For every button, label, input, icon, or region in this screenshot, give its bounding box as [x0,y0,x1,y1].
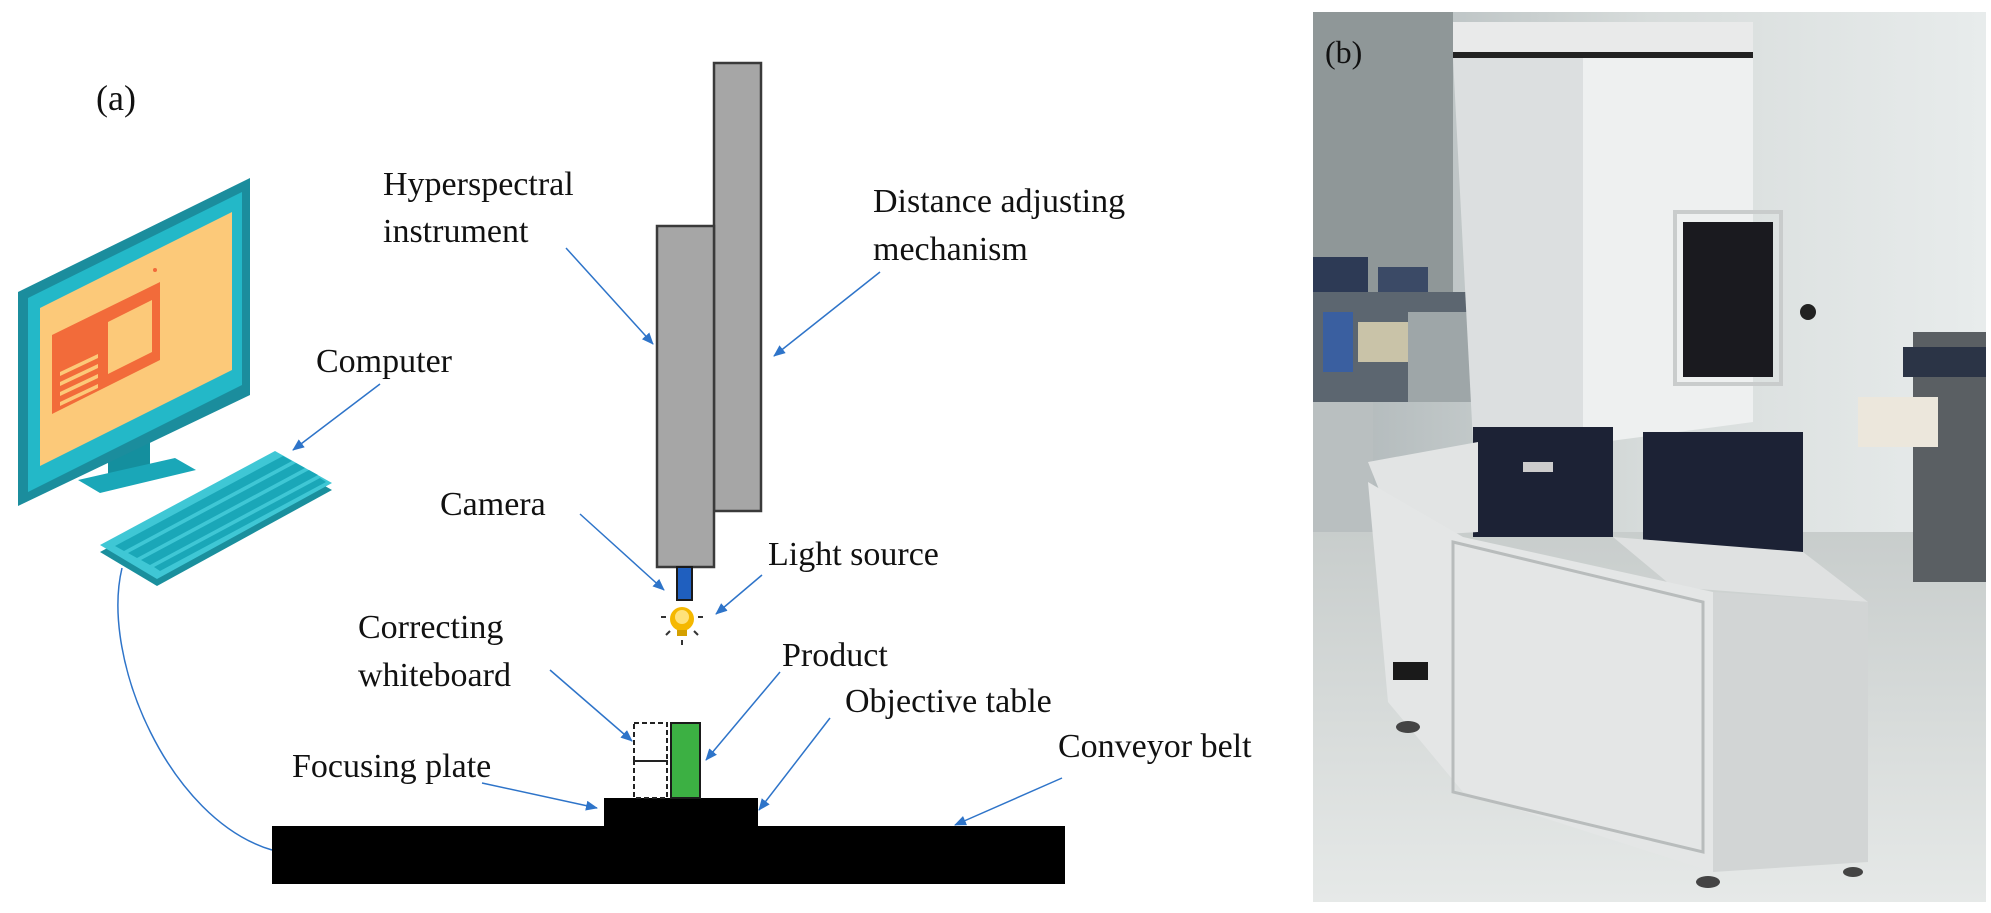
label-distance-1: Distance adjusting [873,183,1125,220]
panel-label-a: (a) [96,78,136,118]
label-correcting-2: whiteboard [358,657,511,694]
label-hyperspectral-1: Hyperspectral [383,166,574,203]
distance-adjusting-mechanism [712,61,763,513]
hyperspectral-instrument [655,224,716,569]
label-product: Product [782,637,888,674]
panel-label-b: (b) [1325,34,1363,70]
label-distance-2: mechanism [873,231,1028,268]
objective-table [604,798,758,828]
camera [676,566,693,601]
photo-panel-b: (b) [1313,12,1986,902]
label-camera: Camera [440,486,546,523]
label-hyperspectral-2: instrument [383,213,529,250]
label-objective-table: Objective table [845,683,1052,720]
arrow-objective-table [758,717,831,811]
arrow-light-source [715,574,763,615]
label-light-source: Light source [768,536,939,573]
arrow-hyperspectral [565,247,654,345]
label-conveyor-belt: Conveyor belt [1058,728,1252,765]
conveyor-belt [272,826,1065,884]
correcting-whiteboard [633,722,668,762]
arrow-computer [292,383,381,451]
computer-cable [117,567,273,851]
arrow-focusing-plate [481,782,598,811]
computer-icon [18,178,250,506]
focusing-plate [633,760,668,799]
arrow-conveyor-belt [954,777,1063,826]
label-focusing-plate: Focusing plate [292,748,491,785]
arrow-correcting [549,669,633,742]
arrow-distance [773,271,881,357]
product [670,722,701,799]
arrow-product [705,671,781,761]
label-correcting-1: Correcting [358,609,503,646]
arrow-camera [579,513,665,591]
label-computer: Computer [316,343,453,380]
cabinet-photo [1313,12,1986,902]
light-bulb-icon [661,607,703,645]
keyboard-icon [100,451,332,586]
